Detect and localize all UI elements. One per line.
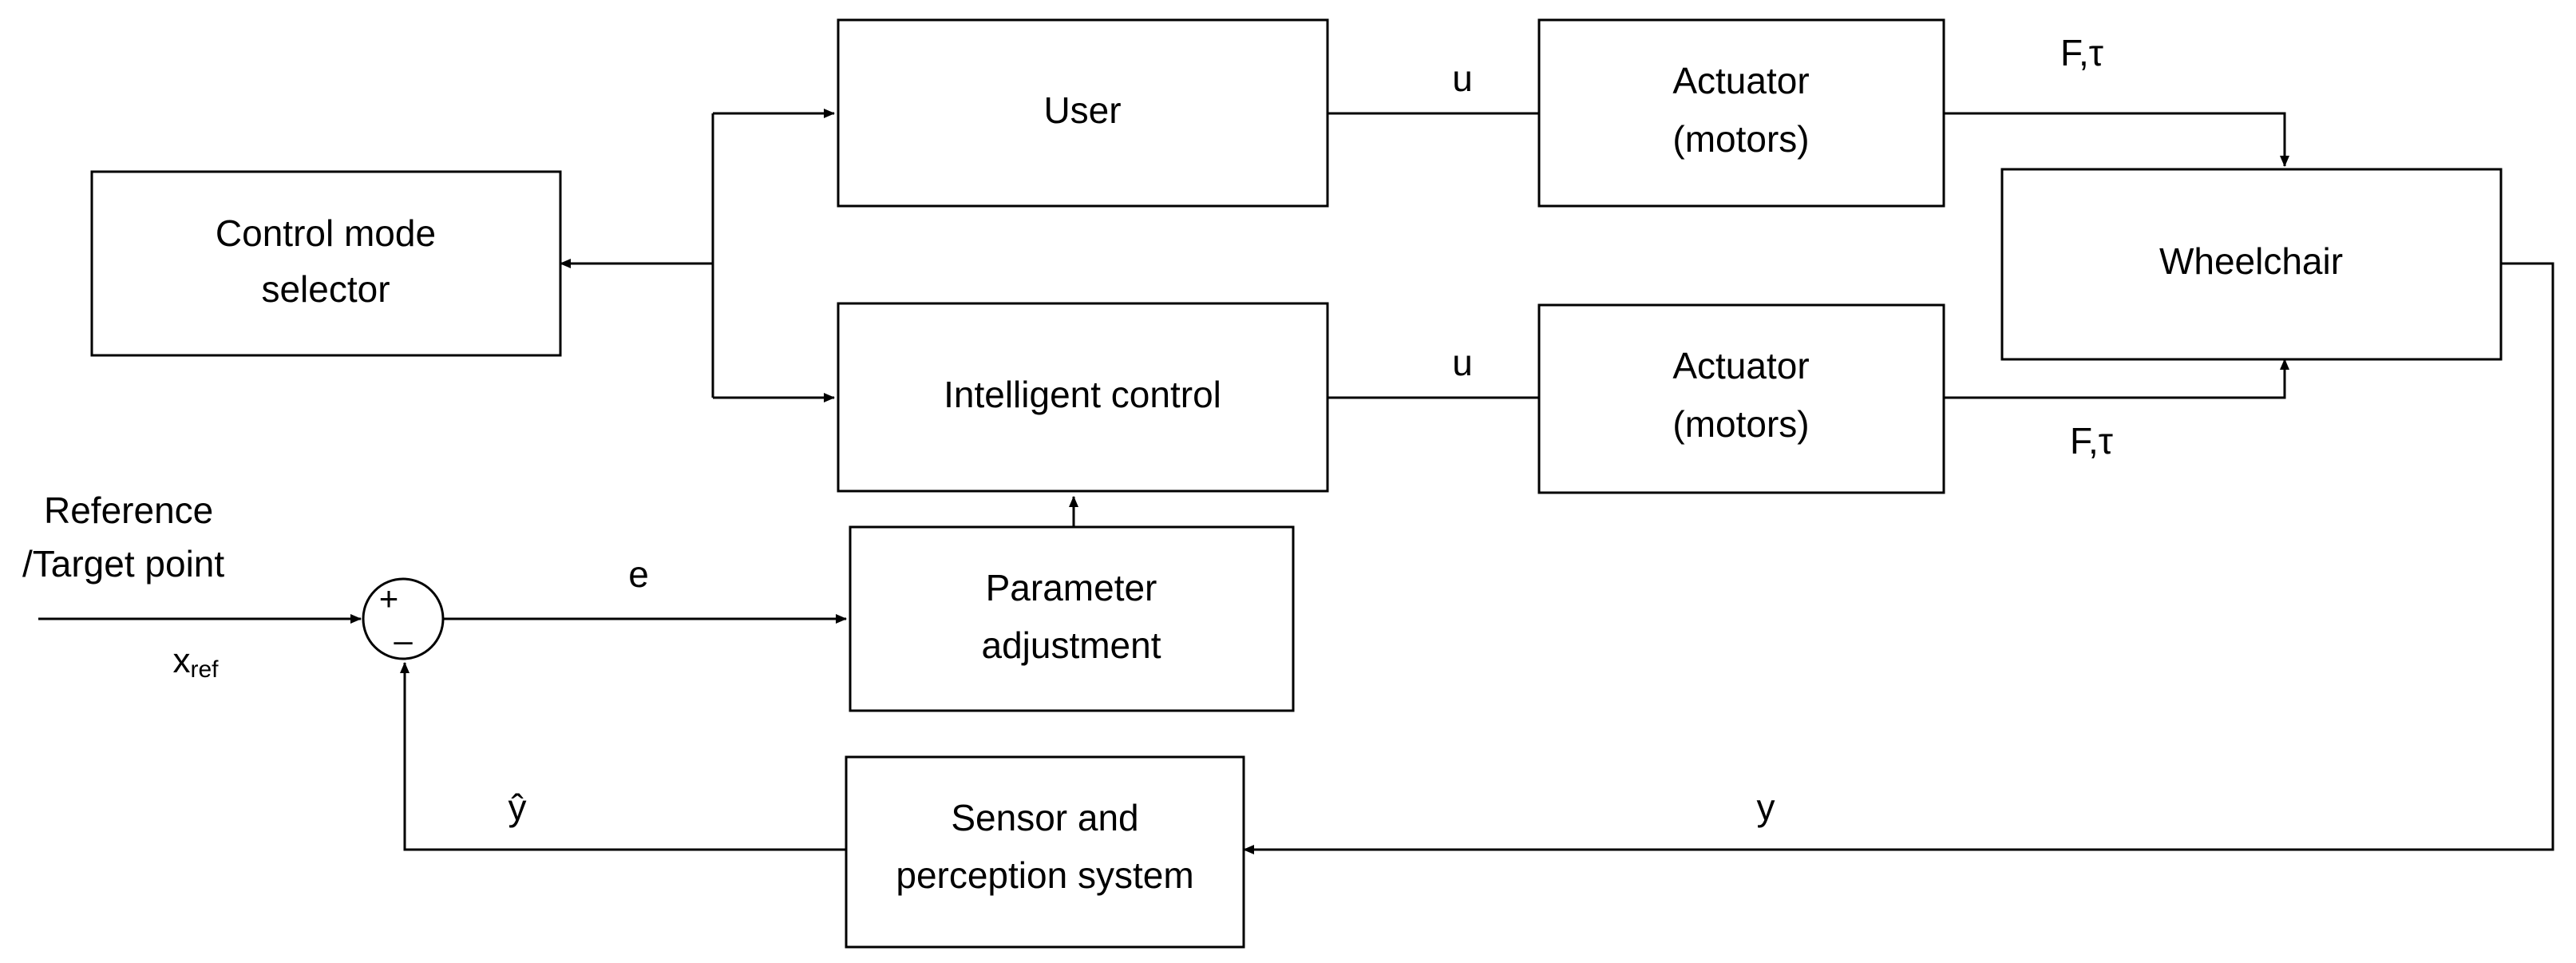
- u-top-signal-label: u: [1452, 57, 1473, 99]
- block-actuator-top[interactable]: Actuator (motors): [1537, 18, 1945, 208]
- block-parameter-adjustment[interactable]: Parameter adjustment: [849, 525, 1295, 712]
- parameter-adjustment-rect[interactable]: [849, 525, 1295, 712]
- y-hat-signal-label: ŷ: [508, 787, 527, 828]
- block-actuator-bottom[interactable]: Actuator (motors): [1537, 303, 1945, 494]
- summing-junction[interactable]: + –: [362, 577, 445, 660]
- reference-label-line2: /Target point: [22, 543, 224, 585]
- actuator-bottom-label-line1: Actuator: [1672, 345, 1809, 386]
- f-tau-top-signal-label: F,τ: [2060, 32, 2103, 73]
- wheelchair-label: Wheelchair: [2159, 240, 2343, 282]
- x-ref-base: x: [172, 641, 190, 680]
- parameter-adjustment-label-line2: adjustment: [981, 624, 1161, 666]
- block-control-mode-selector[interactable]: Control mode selector: [90, 170, 562, 357]
- x-ref-subscript: ref: [190, 656, 219, 683]
- control-mode-selector-label-line2: selector: [261, 268, 390, 310]
- sensor-perception-label-line2: perception system: [896, 854, 1193, 896]
- actuator-bottom-label-line2: (motors): [1672, 403, 1809, 445]
- actuator-bottom-rect[interactable]: [1537, 303, 1945, 494]
- summing-junction-minus-sign: –: [394, 621, 413, 659]
- wire-yhat-feedback-to-sum: [400, 662, 846, 851]
- f-tau-bottom-signal-label: F,τ: [2070, 420, 2113, 462]
- actuator-top-rect[interactable]: [1537, 18, 1945, 208]
- summing-junction-circle[interactable]: [362, 577, 445, 660]
- block-sensor-perception-system[interactable]: Sensor and perception system: [845, 755, 1245, 949]
- actuator-top-label-line1: Actuator: [1672, 60, 1809, 101]
- x-ref-label: xref: [172, 641, 219, 683]
- sensor-perception-rect[interactable]: [845, 755, 1245, 949]
- intelligent-control-rect[interactable]: [837, 302, 1329, 493]
- wheelchair-rect[interactable]: [2000, 168, 2503, 361]
- y-output-signal-label: y: [1757, 787, 1775, 828]
- error-signal-label: e: [628, 553, 649, 595]
- wire-actuator-bottom-to-wheelchair: [1944, 359, 2289, 399]
- control-mode-selector-rect[interactable]: [90, 170, 562, 357]
- block-wheelchair[interactable]: Wheelchair: [2000, 168, 2503, 361]
- wire-wheelchair-output-to-sensor: [1243, 262, 2554, 854]
- u-bottom-signal-label: u: [1452, 342, 1473, 383]
- actuator-top-label-line2: (motors): [1672, 118, 1809, 160]
- sensor-perception-label-line1: Sensor and: [951, 797, 1138, 838]
- user-rect[interactable]: [837, 18, 1329, 208]
- block-intelligent-control[interactable]: Intelligent control: [837, 302, 1329, 493]
- intelligent-control-label: Intelligent control: [944, 374, 1221, 415]
- wire-actuator-top-to-wheelchair: [1944, 112, 2289, 167]
- user-label: User: [1043, 89, 1121, 131]
- block-user[interactable]: User: [837, 18, 1329, 208]
- control-mode-selector-label-line1: Control mode: [216, 212, 436, 254]
- summing-junction-plus-sign: +: [379, 580, 399, 617]
- reference-label-line1: Reference: [44, 489, 213, 531]
- parameter-adjustment-label-line1: Parameter: [986, 567, 1157, 608]
